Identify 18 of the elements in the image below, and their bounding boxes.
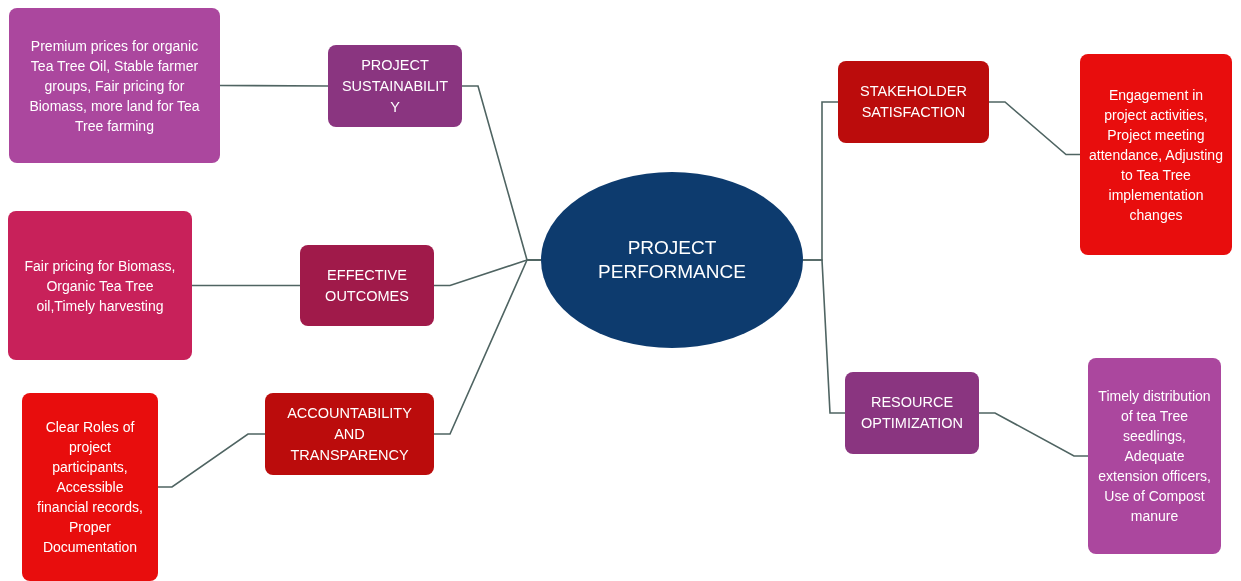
topic-box: PROJECT SUSTAINABILITY bbox=[328, 45, 462, 127]
detail-box: Clear Roles of project participants, Accessible financial records, Proper Documentation bbox=[22, 393, 158, 581]
topic-box: RESOURCE OPTIMIZATION bbox=[845, 372, 979, 454]
connector-line bbox=[191, 284, 301, 287]
detail-box: Timely distribution of tea Tree seedlings, Adequate extension officers, Use of Compost manure bbox=[1088, 358, 1221, 554]
detail-box: Fair pricing for Biomass, Organic Tea Tree oil,Timely harvesting bbox=[8, 211, 192, 360]
connector-line bbox=[802, 259, 846, 414]
connector-line bbox=[433, 259, 542, 435]
central-ellipse: PROJECT PERFORMANCE bbox=[541, 172, 803, 348]
detail-box: Engagement in project activities, Project meeting attendance, Adjusting to Tea Tree implementation changes bbox=[1080, 54, 1232, 255]
topic-box: ACCOUNTABILITY AND TRANSPARENCY bbox=[265, 393, 434, 475]
topic-box: EFFECTIVE OUTCOMES bbox=[300, 245, 434, 326]
connector-line bbox=[988, 101, 1081, 156]
detail-box: Premium prices for organic Tea Tree Oil, Stable farmer groups, Fair pricing for Biomass, more land for Tea Tree farming bbox=[9, 8, 220, 163]
connector-line bbox=[219, 84, 329, 87]
connector-line bbox=[157, 433, 266, 488]
connector-line bbox=[978, 412, 1089, 457]
topic-box: STAKEHOLDER SATISFACTION bbox=[838, 61, 989, 143]
